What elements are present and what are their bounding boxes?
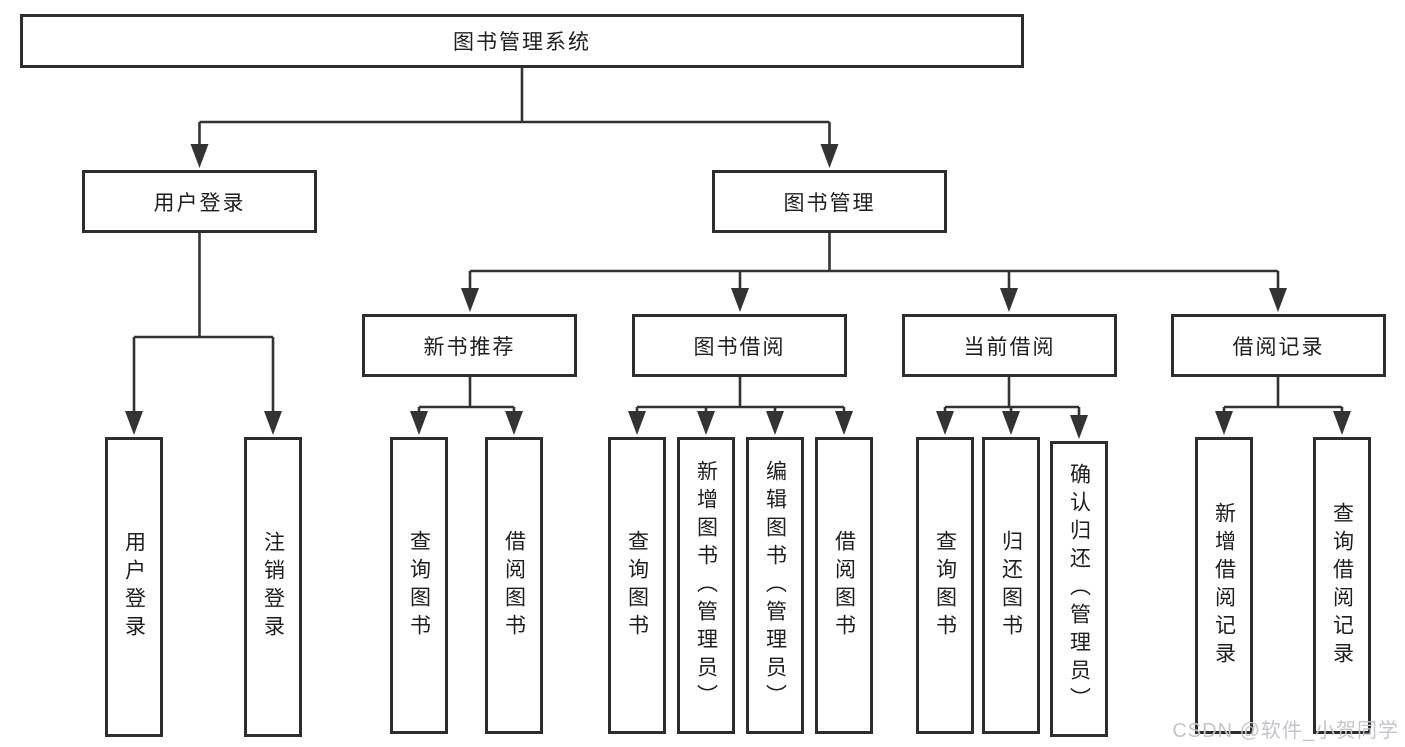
leaf-user-login-label: 用户登录 <box>122 531 146 643</box>
arrowhead <box>1002 411 1020 435</box>
node-user-login-label: 用户登录 <box>153 191 246 215</box>
node-root-label: 图书管理系统 <box>453 31 591 54</box>
arrowhead <box>190 144 209 168</box>
arrowhead <box>410 411 428 435</box>
node-current-borrowing: 当前借阅 <box>902 314 1117 377</box>
arrowhead <box>125 411 143 435</box>
edge-bookmgmt-to-level3 <box>468 233 1280 292</box>
node-book-borrowing-label: 图书借阅 <box>693 335 786 359</box>
arrowhead <box>820 144 839 168</box>
arrowhead <box>1070 415 1088 439</box>
arrowhead <box>505 411 523 435</box>
edge-bookborrow-split <box>635 377 846 414</box>
leaf-confirm-return-admin: 确认归还（管理员） <box>1050 441 1108 737</box>
arrowhead <box>731 288 749 312</box>
edge-userlogin-split <box>132 233 275 414</box>
leaf-add-book-admin-label: 新增图书（管理员） <box>694 459 718 712</box>
arrowhead <box>835 411 853 435</box>
leaf-user-login: 用户登录 <box>105 437 163 737</box>
arrowhead <box>1269 288 1287 312</box>
arrowhead <box>1215 411 1233 435</box>
leaf-confirm-return-admin-label: 确认归还（管理员） <box>1067 463 1091 715</box>
node-new-book-recommend-label: 新书推荐 <box>423 335 516 359</box>
leaf-current-query-book: 查询图书 <box>916 437 974 734</box>
node-root: 图书管理系统 <box>20 14 1024 68</box>
arrowhead <box>264 411 282 435</box>
leaf-query-borrow-record: 查询借阅记录 <box>1313 437 1371 734</box>
leaf-return-book: 归还图书 <box>982 437 1040 734</box>
node-book-management: 图书管理 <box>712 170 947 233</box>
arrowhead <box>1333 411 1351 435</box>
leaf-add-book-admin: 新增图书（管理员） <box>677 437 735 734</box>
leaf-newbook-query-book: 查询图书 <box>390 437 448 734</box>
leaf-return-book-label: 归还图书 <box>999 529 1023 642</box>
leaf-add-borrow-record: 新增借阅记录 <box>1195 437 1253 734</box>
node-current-borrowing-label: 当前借阅 <box>963 335 1056 359</box>
edge-currentborrow-split <box>943 377 1081 418</box>
arrowhead <box>1000 288 1018 312</box>
leaf-newbook-query-book-label: 查询图书 <box>407 529 431 642</box>
node-new-book-recommend: 新书推荐 <box>362 314 577 377</box>
leaf-edit-book-admin: 编辑图书（管理员） <box>746 437 804 734</box>
leaf-newbook-borrow-book: 借阅图书 <box>485 437 543 734</box>
node-borrowing-records: 借阅记录 <box>1171 314 1386 377</box>
leaf-borrow-borrow-book: 借阅图书 <box>815 437 873 734</box>
node-book-management-label: 图书管理 <box>783 191 876 215</box>
leaf-logout: 注销登录 <box>244 437 302 737</box>
arrowhead <box>766 411 784 435</box>
arrowhead <box>461 288 479 312</box>
edge-borrowrecord-split <box>1222 377 1344 414</box>
leaf-borrow-query-book: 查询图书 <box>608 437 666 734</box>
leaf-query-borrow-record-label: 查询借阅记录 <box>1330 501 1354 670</box>
node-user-login: 用户登录 <box>82 170 317 233</box>
leaf-logout-label: 注销登录 <box>261 531 285 643</box>
leaf-add-borrow-record-label: 新增借阅记录 <box>1212 501 1236 670</box>
arrowhead <box>628 411 646 435</box>
arrowhead <box>936 411 954 435</box>
node-borrowing-records-label: 借阅记录 <box>1232 335 1325 359</box>
leaf-edit-book-admin-label: 编辑图书（管理员） <box>763 459 787 712</box>
leaf-newbook-borrow-book-label: 借阅图书 <box>502 529 526 642</box>
edge-root-to-level2 <box>198 68 831 147</box>
edge-newbook-split <box>417 377 516 414</box>
node-book-borrowing: 图书借阅 <box>632 314 847 377</box>
arrowhead <box>697 411 715 435</box>
leaf-borrow-query-book-label: 查询图书 <box>625 529 649 642</box>
leaf-current-query-book-label: 查询图书 <box>933 529 957 642</box>
leaf-borrow-borrow-book-label: 借阅图书 <box>832 529 856 642</box>
